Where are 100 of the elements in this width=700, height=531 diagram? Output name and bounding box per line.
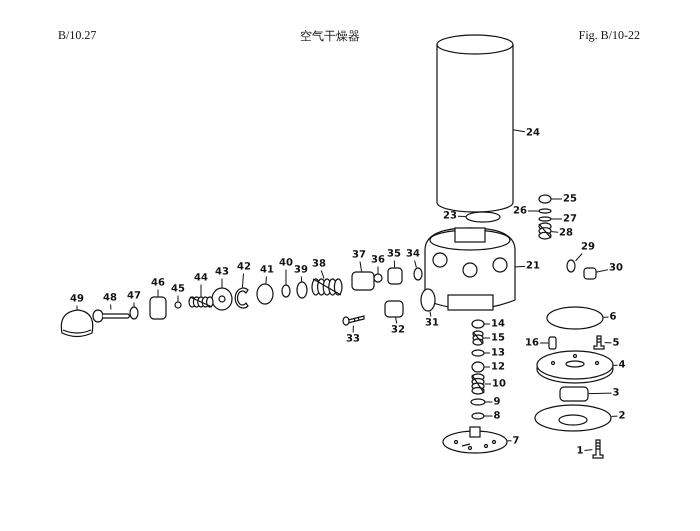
spring-drawing — [471, 373, 485, 395]
callout-number: 9 — [494, 396, 500, 408]
callout-number: 8 — [494, 410, 500, 422]
insert-drawing — [559, 386, 589, 402]
cover-plate-drawing — [546, 306, 604, 330]
pin-drawing — [548, 336, 557, 350]
cap-drawing — [60, 309, 94, 338]
o-ring-drawing — [471, 412, 485, 420]
leader-line — [320, 270, 324, 279]
nut-drawing — [129, 306, 139, 320]
housing-cover-drawing — [536, 350, 614, 384]
callout-number: 14 — [491, 318, 505, 330]
leader-line — [242, 273, 244, 288]
o-ring-drawing — [420, 288, 436, 312]
filter-cartridge-drawing — [436, 34, 514, 213]
washer-drawing — [174, 301, 182, 309]
callout-number: 32 — [391, 324, 405, 336]
callout-number: 12 — [491, 362, 505, 372]
screw-drawing — [342, 315, 365, 326]
leader-line — [414, 260, 417, 268]
leader-line — [360, 261, 362, 272]
leader-line — [76, 305, 78, 310]
callout-number: 41 — [260, 264, 274, 276]
bolt-drawing — [592, 439, 604, 459]
callout-number: 13 — [491, 348, 505, 358]
callout-number: 48 — [103, 292, 117, 304]
leader-line — [539, 342, 549, 344]
callout-number: 30 — [609, 262, 623, 274]
valve-housing-drawing — [424, 227, 516, 311]
screw-drawing — [593, 335, 605, 350]
callout-number: 31 — [425, 318, 439, 328]
callout-number: 35 — [387, 248, 401, 260]
valve-body-drawing — [351, 271, 375, 291]
callout-number: 7 — [512, 436, 520, 446]
leader-line — [588, 392, 612, 394]
callout-number: 23 — [443, 210, 457, 222]
piston-drawing — [256, 283, 274, 305]
leader-line — [484, 352, 491, 354]
plug-drawing — [583, 267, 597, 280]
o-ring-drawing — [281, 284, 291, 298]
callout-number: 24 — [526, 128, 540, 138]
callout-number: 33 — [346, 334, 360, 344]
callout-number: 45 — [171, 284, 185, 294]
spring-drawing — [538, 222, 552, 240]
leader-line — [551, 198, 563, 200]
callout-number: 26 — [513, 206, 527, 216]
plug-drawing — [538, 194, 552, 204]
o-ring-drawing — [413, 267, 423, 281]
gasket-drawing — [534, 404, 612, 432]
diagram-title: 空气干燥器 — [300, 28, 360, 45]
callout-number: 16 — [525, 338, 539, 348]
callout-number: 40 — [279, 258, 293, 268]
leader-line — [457, 216, 466, 217]
callout-number: 6 — [610, 312, 616, 322]
leader-line — [613, 364, 618, 366]
o-ring-drawing — [470, 398, 486, 406]
washer-drawing — [373, 273, 383, 283]
leader-line — [515, 266, 526, 268]
callout-number: 36 — [371, 254, 385, 266]
plug-drawing — [387, 267, 403, 285]
retaining-ring-drawing — [234, 287, 249, 309]
o-ring-drawing — [471, 349, 485, 357]
leader-line — [551, 231, 559, 233]
nut-drawing — [211, 287, 233, 311]
leader-line — [395, 317, 398, 324]
leader-line — [596, 269, 609, 273]
leader-line — [513, 129, 526, 132]
leader-line — [352, 325, 354, 333]
pin-drawing — [92, 309, 131, 323]
callout-number: 27 — [563, 214, 577, 224]
figure-number: Fig. B/10-22 — [578, 28, 640, 43]
leader-line — [300, 276, 302, 282]
callout-number: 37 — [352, 250, 366, 260]
callout-number: 25 — [563, 194, 577, 204]
callout-number: 5 — [612, 338, 620, 348]
washer-drawing — [538, 216, 552, 222]
leader-line — [584, 449, 593, 451]
callout-number: 43 — [215, 266, 229, 278]
leader-line — [604, 342, 612, 344]
valve-drawing — [471, 319, 485, 329]
leader-line — [551, 218, 563, 220]
o-ring-drawing — [296, 281, 308, 299]
spring-drawing — [188, 296, 214, 308]
callout-number: 29 — [581, 242, 595, 252]
callout-number: 10 — [492, 378, 506, 390]
callout-number: 46 — [151, 278, 165, 288]
spring-drawing — [311, 278, 343, 296]
sleeve-drawing — [149, 296, 167, 320]
callout-number: 1 — [576, 446, 584, 456]
callout-number: 15 — [491, 332, 505, 344]
callout-number: 42 — [237, 262, 251, 272]
leader-line — [200, 284, 202, 297]
leader-line — [265, 276, 267, 284]
page-number: B/10.27 — [58, 28, 96, 43]
leader-line — [110, 304, 112, 310]
callout-number: 34 — [406, 248, 420, 260]
callout-number: 28 — [559, 228, 573, 238]
callout-number: 44 — [194, 272, 208, 284]
leader-line — [430, 311, 432, 317]
leader-line — [484, 366, 491, 368]
